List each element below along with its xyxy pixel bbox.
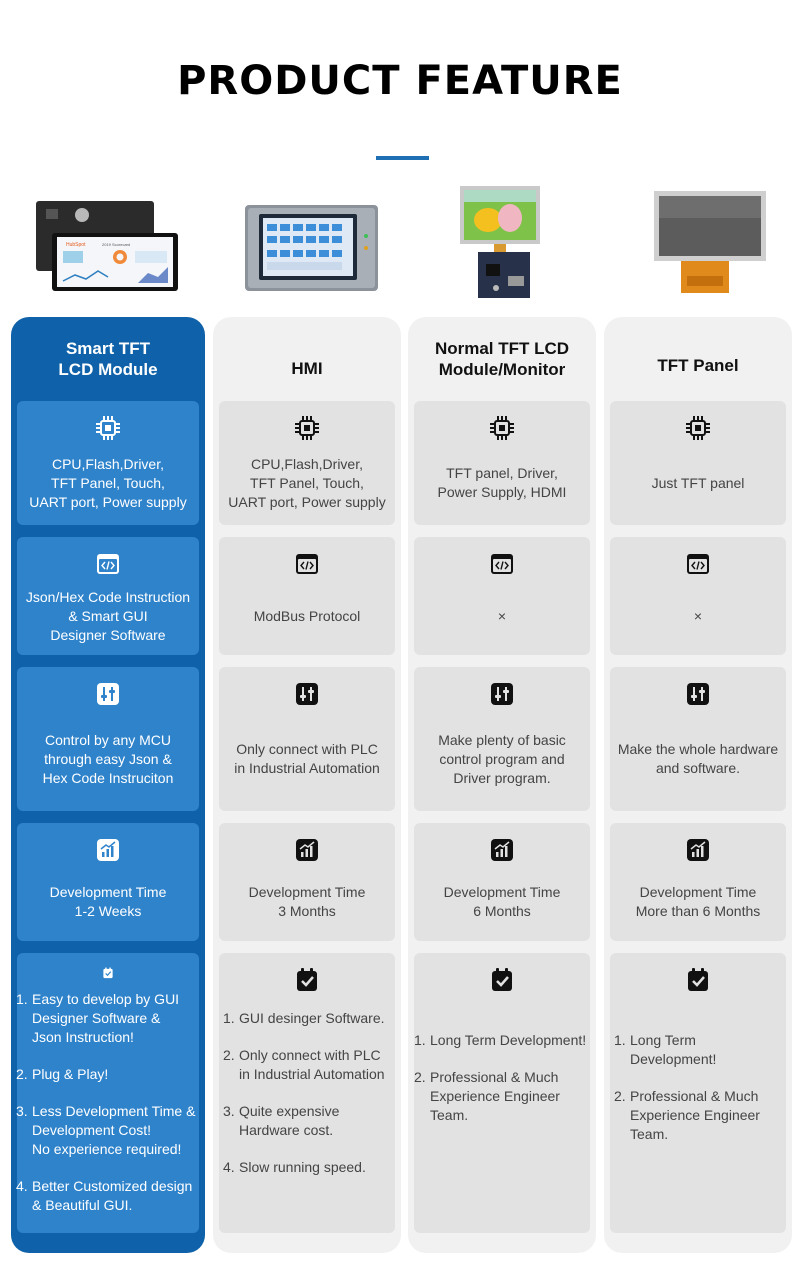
sliders-icon (489, 681, 515, 707)
column-header: Normal TFT LCD Module/Monitor (434, 339, 570, 379)
chart-icon (294, 837, 320, 863)
checklist-icon (489, 967, 515, 993)
chip-icon (489, 415, 515, 441)
title-underline (376, 156, 429, 160)
hardware-cell: Just TFT panel (610, 401, 786, 525)
software-text: × (693, 607, 703, 624)
list-item: 3.Quite expensive Hardware cost. (223, 1103, 340, 1138)
code-window-icon (294, 551, 320, 577)
advantages-cell: 1.Easy to develop by GUI Designer Softwa… (16, 953, 199, 1233)
screen-brand-text: HubSpot (66, 242, 86, 248)
hardware-cell: CPU,Flash,Driver, TFT Panel, Touch, UART… (219, 401, 395, 525)
list-item: 4.Better Customized design & Beautiful G… (16, 1178, 193, 1213)
time-cell: Development Time 3 Months (219, 823, 395, 941)
list-item: 2.Professional & Much Experience Enginee… (614, 1088, 760, 1142)
sliders-icon (685, 681, 711, 707)
advantages-cell: 1.GUI desinger Software. 2.Only connect … (219, 953, 395, 1233)
control-text: Make plenty of basic control program and… (438, 731, 566, 786)
sliders-icon (95, 681, 121, 707)
hardware-cell: TFT panel, Driver, Power Supply, HDMI (414, 401, 590, 525)
code-window-icon (489, 551, 515, 577)
normal-tft-lcd-module-image (460, 186, 540, 298)
control-text: Only connect with PLC in Industrial Auto… (234, 741, 380, 776)
column-header: TFT Panel (657, 355, 739, 375)
list-item: 3.Less Development Time & Development Co… (16, 1103, 196, 1157)
control-cell: Make the whole hardware and software. (610, 667, 786, 811)
code-window-icon (95, 551, 121, 577)
column-header: Smart TFT LCD Module (58, 339, 158, 379)
list-item: 1.Long Term Development! (614, 1032, 717, 1067)
advantages-cell: 1.Long Term Development! 2.Professional … (414, 953, 590, 1233)
chip-icon (95, 415, 121, 441)
time-text: Development Time 6 Months (443, 884, 561, 919)
advantages-cell: 1.Long Term Development! 2.Professional … (610, 953, 786, 1233)
hardware-text: CPU,Flash,Driver, TFT Panel, Touch, UART… (228, 455, 386, 510)
list-item: 2.Professional & Much Experience Enginee… (414, 1069, 560, 1123)
column-tft-panel: TFT Panel Just TFT panel × Make the whol… (604, 317, 792, 1253)
software-cell: × (414, 537, 590, 655)
hardware-text: Just TFT panel (651, 474, 745, 491)
time-text: Development Time 3 Months (248, 884, 366, 919)
chart-icon (95, 837, 121, 863)
control-cell: Only connect with PLC in Industrial Auto… (219, 667, 395, 811)
list-item: 4.Slow running speed. (223, 1159, 366, 1175)
list-item: 2.Plug & Play! (16, 1066, 109, 1082)
time-text: Development Time More than 6 Months (635, 884, 761, 919)
smart-tft-module-image: HubSpot 2019 Scorecard (36, 201, 178, 291)
control-text: Control by any MCU through easy Json & H… (42, 731, 174, 786)
advantages-list: 1.Easy to develop by GUI Designer Softwa… (16, 979, 198, 1233)
list-item: 1.GUI desinger Software. (223, 1010, 385, 1026)
chart-icon (489, 837, 515, 863)
control-cell: Make plenty of basic control program and… (414, 667, 590, 811)
software-text: ModBus Protocol (253, 607, 361, 624)
column-hmi: HMI CPU,Flash,Driver, TFT Panel, Touch, … (213, 317, 401, 1253)
tft-panel-image (654, 191, 766, 293)
control-text: Make the whole hardware and software. (617, 741, 779, 776)
hardware-cell: CPU,Flash,Driver, TFT Panel, Touch, UART… (17, 401, 199, 525)
chart-icon (685, 837, 711, 863)
advantages-list: 1.Long Term Development! 2.Professional … (414, 993, 590, 1143)
checklist-icon (95, 967, 121, 979)
control-cell: Control by any MCU through easy Json & H… (17, 667, 199, 811)
time-cell: Development Time More than 6 Months (610, 823, 786, 941)
chip-icon (294, 415, 320, 441)
list-item: 1.Long Term Development! (414, 1032, 587, 1048)
list-item: 2.Only connect with PLC in Industrial Au… (223, 1047, 385, 1082)
software-cell: Json/Hex Code Instruction & Smart GUI De… (17, 537, 199, 655)
time-cell: Development Time 6 Months (414, 823, 590, 941)
sliders-icon (294, 681, 320, 707)
column-normal-tft-lcd-module: Normal TFT LCD Module/Monitor TFT panel,… (408, 317, 596, 1253)
checklist-icon (294, 967, 320, 993)
column-header: HMI (291, 358, 323, 378)
software-cell: ModBus Protocol (219, 537, 395, 655)
list-item: 1.Easy to develop by GUI Designer Softwa… (16, 991, 180, 1045)
screen-dashboard-text: 2019 Scorecard (102, 242, 130, 247)
software-cell: × (610, 537, 786, 655)
time-cell: Development Time 1-2 Weeks (17, 823, 199, 941)
chip-icon (685, 415, 711, 441)
hardware-text: CPU,Flash,Driver, TFT Panel, Touch, UART… (29, 455, 187, 510)
hmi-image (245, 205, 378, 291)
column-smart-tft-lcd-module: Smart TFT LCD Module CPU,Flash,Driver, T… (11, 317, 205, 1253)
software-text: × (497, 607, 507, 624)
hardware-text: TFT panel, Driver, Power Supply, HDMI (437, 465, 567, 500)
time-text: Development Time 1-2 Weeks (49, 884, 167, 919)
code-window-icon (685, 551, 711, 577)
software-text: Json/Hex Code Instruction & Smart GUI De… (25, 588, 191, 643)
advantages-list: 1.GUI desinger Software. 2.Only connect … (219, 993, 395, 1195)
page-title: PRODUCT FEATURE (177, 58, 623, 104)
advantages-list: 1.Long Term Development! 2.Professional … (610, 993, 786, 1162)
checklist-icon (685, 967, 711, 993)
